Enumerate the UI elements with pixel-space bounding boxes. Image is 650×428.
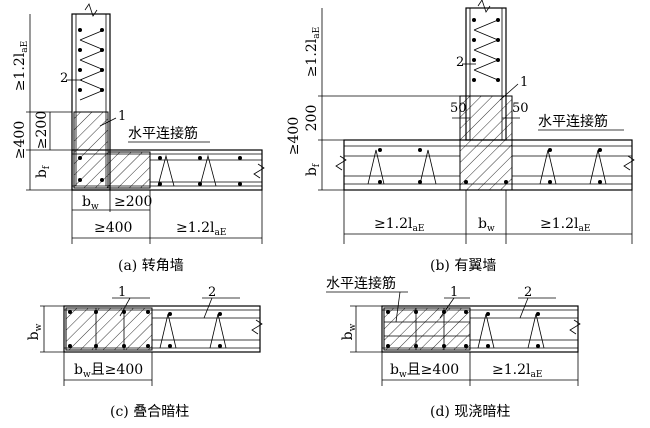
b-dim-bw: bw — [478, 216, 495, 234]
panel-d: bw 水平连接筋 1 2 bw且≥400 ≥1.2laE (d) 现浇暗柱 — [326, 275, 581, 420]
b-dim-200: 200 — [304, 105, 320, 132]
a-dim-top: ≥1.2laE — [12, 41, 30, 91]
a-tag-1: 1 — [118, 109, 126, 124]
panel-b: ≥1.2laE ≥400 200 bf 50 50 2 1 水平连接筋 ≥1.2… — [286, 0, 635, 274]
d-caption: (d) 现浇暗柱 — [430, 404, 510, 420]
b-dim-50a: 50 — [450, 101, 467, 116]
d-dim-right: ≥1.2laE — [492, 362, 542, 380]
c-wall — [63, 305, 261, 353]
d-tag-1: 1 — [450, 285, 458, 300]
c-dim-bottom: bw且≥400 — [74, 362, 143, 380]
c-caption: (c) 叠合暗柱 — [110, 404, 189, 420]
c-dim-bw: bw — [26, 323, 44, 340]
a-dim-bw: bw — [82, 194, 99, 212]
a-horizontal-wall — [71, 149, 263, 191]
d-label-horizontal: 水平连接筋 — [326, 275, 396, 292]
d-tag-2: 2 — [524, 285, 532, 300]
b-dim-50b: 50 — [512, 101, 529, 116]
a-dim-400: ≥400 — [12, 121, 28, 159]
b-tag-1: 1 — [520, 75, 528, 90]
b-caption: (b) 有翼墙 — [430, 258, 496, 274]
b-dim-bf: bf — [304, 163, 322, 176]
d-wall — [381, 305, 579, 353]
b-dim-right: ≥1.2laE — [540, 216, 590, 234]
d-dim-bw: bw — [340, 323, 358, 340]
b-dim-top: ≥1.2laE — [304, 27, 322, 77]
d-column — [383, 307, 471, 351]
c-tag-2: 2 — [208, 285, 216, 300]
b-column — [459, 95, 513, 191]
b-tag-2: 2 — [456, 55, 464, 70]
c-tag-1: 1 — [118, 285, 126, 300]
a-dim-right: ≥1.2laE — [176, 220, 226, 238]
a-dim-200: ≥200 — [34, 111, 50, 149]
c-column — [65, 307, 153, 351]
d-dim-bottom: bw且≥400 — [390, 362, 459, 380]
b-dim-400: ≥400 — [286, 117, 302, 155]
panel-a: ≥1.2laE ≥400 ≥200 bf 2 1 水平连接筋 bw ≥200 ≥… — [12, 3, 265, 274]
a-dim-400b: ≥400 — [94, 220, 132, 236]
b-dim-left: ≥1.2laE — [374, 216, 424, 234]
a-tag-2: 2 — [60, 71, 68, 86]
a-dim-bf: bf — [34, 165, 52, 178]
b-label-horizontal: 水平连接筋 — [538, 113, 608, 130]
a-dim-200b: ≥200 — [114, 194, 152, 210]
a-label-horizontal: 水平连接筋 — [128, 125, 198, 142]
panel-c: bw 1 2 bw且≥400 (c) 叠合暗柱 — [26, 285, 263, 420]
a-caption: (a) 转角墙 — [118, 258, 184, 274]
